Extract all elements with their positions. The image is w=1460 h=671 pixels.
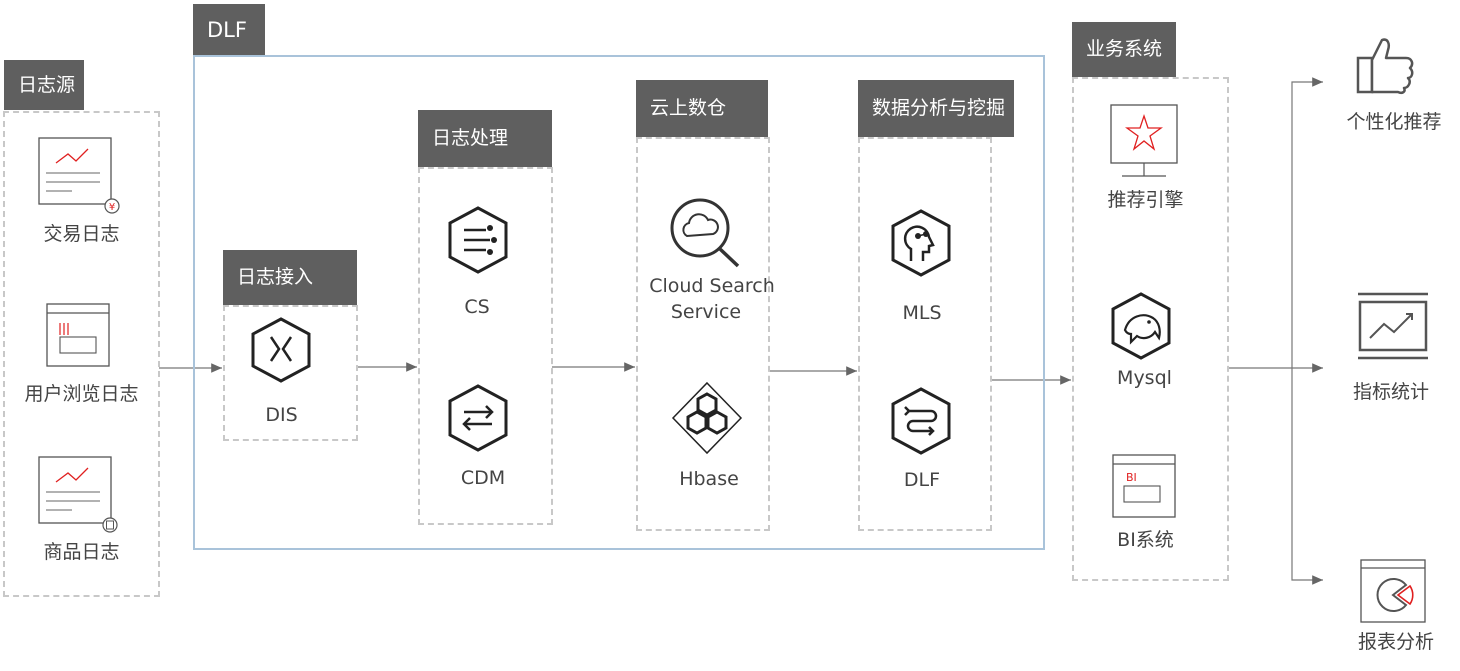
dlf-label: DLF — [903, 469, 941, 491]
recommend-engine-label: 推荐引擎 — [1107, 189, 1184, 211]
svg-text:¥: ¥ — [109, 202, 115, 213]
mls-icon — [891, 209, 951, 277]
bi-system-icon: BI — [1112, 454, 1176, 518]
dlf-frame — [193, 55, 1045, 550]
mysql-label: Mysql — [1117, 367, 1172, 389]
source-header: 日志源 — [4, 60, 84, 110]
metrics-chart-icon — [1358, 292, 1428, 360]
product-log-icon — [38, 456, 118, 533]
report-analysis-label: 报表分析 — [1357, 631, 1434, 653]
cloud-search-label-1: Cloud Search — [649, 275, 775, 297]
warehouse-box — [636, 137, 770, 531]
hbase-label: Hbase — [679, 468, 739, 490]
personalized-recommend-label: 个性化推荐 — [1346, 111, 1442, 133]
arrow-to-report — [1291, 368, 1323, 585]
business-title: 业务系统 — [1086, 38, 1163, 60]
arrow-to-recommend — [1291, 77, 1323, 368]
cs-label: CS — [464, 296, 490, 318]
ingest-header: 日志接入 — [223, 250, 357, 305]
business-header: 业务系统 — [1072, 22, 1176, 77]
dlf-icon — [891, 387, 951, 455]
cdm-label: CDM — [460, 467, 506, 489]
hbase-icon — [671, 381, 743, 455]
dis-icon — [251, 317, 311, 383]
thumbs-up-icon — [1356, 38, 1414, 95]
mysql-icon — [1111, 292, 1171, 360]
browse-log-icon — [46, 303, 110, 367]
cdm-icon — [448, 384, 508, 452]
dis-label: DIS — [265, 404, 298, 426]
ingest-title: 日志接入 — [237, 266, 314, 288]
process-box — [418, 167, 553, 525]
cs-icon — [448, 206, 508, 274]
trade-log-icon: ¥ — [38, 137, 120, 214]
analysis-title: 数据分析与挖掘 — [872, 97, 1006, 119]
process-header: 日志处理 — [418, 110, 552, 167]
ingest-box — [223, 305, 358, 441]
bi-system-label: BI系统 — [1117, 529, 1174, 551]
report-pie-icon — [1360, 559, 1426, 623]
source-title: 日志源 — [18, 73, 76, 96]
product-log-label: 商品日志 — [43, 541, 120, 563]
process-title: 日志处理 — [432, 127, 509, 149]
metrics-stats-label: 指标统计 — [1352, 381, 1429, 403]
analysis-header: 数据分析与挖掘 — [858, 80, 1014, 137]
warehouse-header: 云上数仓 — [636, 80, 768, 137]
source-box — [3, 111, 160, 597]
recommend-engine-icon — [1110, 104, 1178, 177]
warehouse-title: 云上数仓 — [650, 97, 727, 119]
bi-icon-text: BI — [1126, 471, 1137, 484]
cloud-search-label-2: Service — [670, 301, 742, 323]
dlf-title: DLF — [207, 17, 247, 42]
browse-log-label: 用户浏览日志 — [24, 383, 139, 405]
analysis-box — [858, 137, 992, 531]
cloud-search-icon — [670, 198, 740, 268]
business-box — [1072, 77, 1229, 581]
trade-log-label: 交易日志 — [43, 223, 120, 245]
dlf-header: DLF — [193, 4, 265, 56]
mls-label: MLS — [902, 302, 942, 324]
